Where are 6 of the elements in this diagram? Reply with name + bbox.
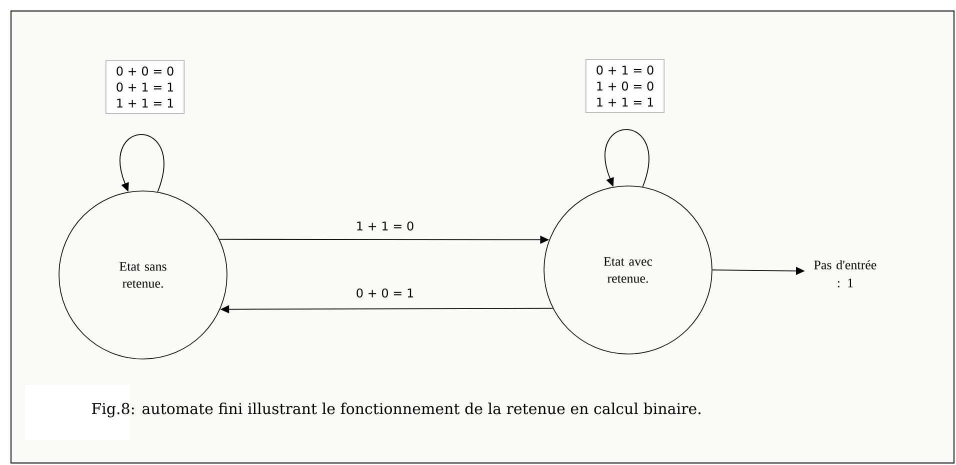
caption: Fig.8: automate fini illustrant le fonctionnement de la retenue en calcul binaire. <box>92 402 700 418</box>
output-label: Pas d'entrée : 1 <box>814 260 876 288</box>
loop-arrow <box>120 134 164 192</box>
loop-arrow <box>604 129 650 188</box>
edge-label: 0 + 0 = 1 <box>356 288 414 298</box>
edge-label: 1 + 1 = 0 <box>357 221 414 231</box>
